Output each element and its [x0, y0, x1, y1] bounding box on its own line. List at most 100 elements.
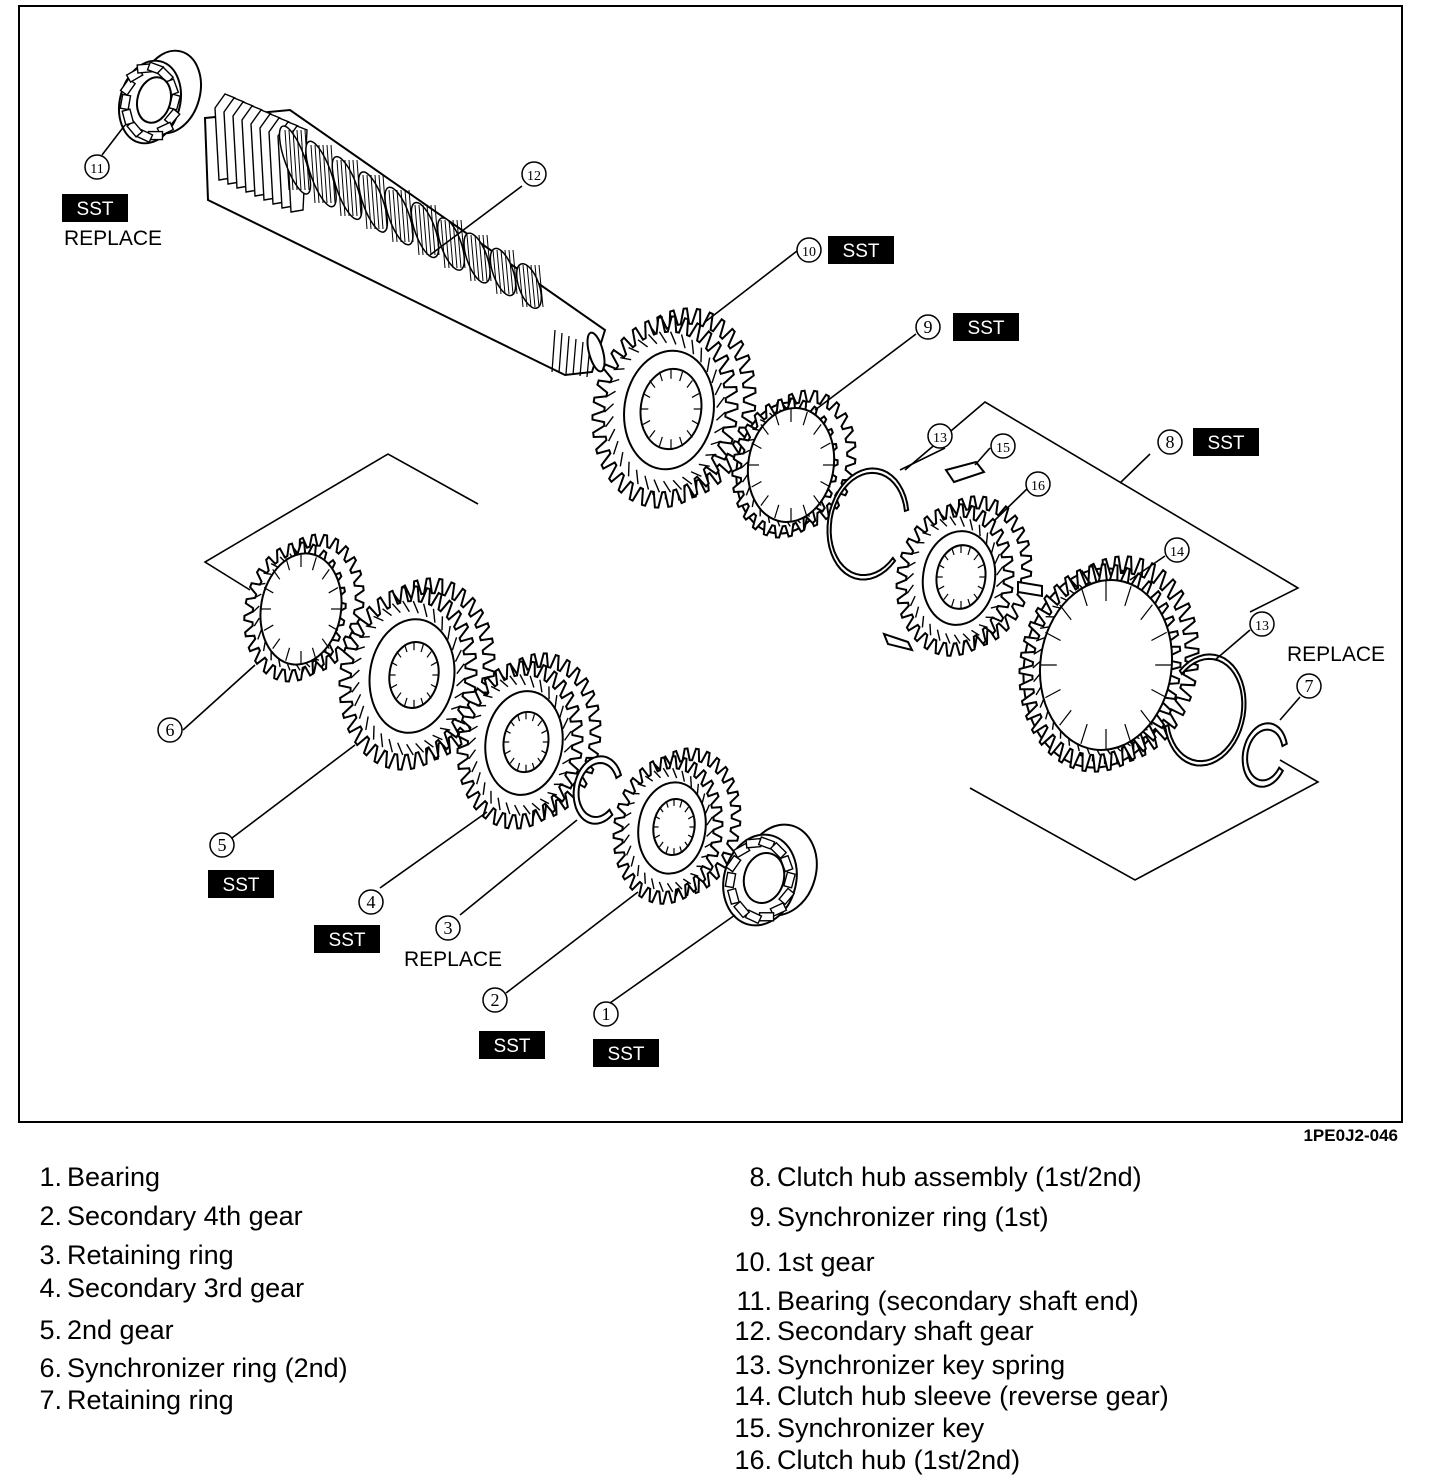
secondary-shaft-gear	[203, 93, 607, 378]
legend-item: 16.Clutch hub (1st/2nd)	[700, 1445, 1020, 1476]
callout-number: 1	[602, 1004, 611, 1024]
callout-number: 14	[1170, 545, 1184, 560]
clutch-hub-sleeve-teeth	[1018, 555, 1200, 773]
sst-label: SST	[223, 875, 260, 896]
sst-tag: SST	[479, 1031, 545, 1059]
callout-14: 14	[1164, 537, 1190, 563]
legend-label: Retaining ring	[67, 1385, 234, 1415]
leader-line	[231, 744, 356, 839]
legend-label: Clutch hub (1st/2nd)	[777, 1445, 1021, 1475]
legend-label: 1st gear	[777, 1247, 875, 1277]
legend-item: 12.Secondary shaft gear	[700, 1316, 1034, 1347]
callout-6: 6	[157, 717, 183, 743]
legend-label: Secondary 4th gear	[67, 1201, 303, 1231]
legend-label: 2nd gear	[67, 1315, 174, 1345]
sst-label: SST	[968, 318, 1005, 339]
leader-line	[1214, 629, 1251, 661]
leader-line	[1279, 696, 1301, 721]
secondary-4th-gear	[612, 747, 742, 905]
legend-number: 2.	[39, 1201, 62, 1231]
callout-1: 1	[593, 1001, 619, 1027]
legend-item: 5.2nd gear	[4, 1315, 174, 1346]
sst-label: SST	[77, 199, 114, 220]
legend-label: Synchronizer key	[777, 1413, 985, 1443]
bearing-secondary-shaft-end	[118, 49, 202, 145]
legend-item: 3.Retaining ring	[4, 1240, 234, 1271]
leader-line	[609, 914, 736, 1004]
leader-line	[974, 447, 991, 466]
legend-label: Retaining ring	[67, 1240, 234, 1270]
sst-tag: SST	[208, 870, 274, 898]
leader-line	[459, 819, 578, 916]
callout-number: 6	[166, 720, 175, 740]
legend-item: 14.Clutch hub sleeve (reverse gear)	[700, 1381, 1169, 1412]
callout-number: 13	[1255, 619, 1269, 634]
callout-3: 3	[435, 915, 461, 941]
legend-label: Bearing	[67, 1162, 161, 1192]
synchronizer-key	[882, 460, 1043, 652]
legend-label: Clutch hub assembly (1st/2nd)	[777, 1162, 1142, 1192]
retaining-ring-7	[1241, 722, 1288, 788]
legend-number: 1.	[39, 1162, 62, 1192]
callout-number: 7	[1305, 676, 1314, 696]
legend-label: Synchronizer ring (1st)	[777, 1202, 1049, 1232]
sst-label: SST	[843, 241, 880, 262]
legend-label: Secondary shaft gear	[777, 1316, 1034, 1346]
callout-number: 10	[802, 245, 816, 260]
leader-line	[704, 250, 798, 323]
callout-number: 2	[491, 990, 500, 1010]
synchronizer-key-spring-lower	[1164, 653, 1247, 767]
replace-label: REPLACE	[64, 227, 162, 250]
callout-number: 5	[218, 835, 227, 855]
legend-number: 11.	[736, 1286, 772, 1316]
callout-12: 12	[521, 161, 547, 187]
legend-label: Synchronizer ring (2nd)	[67, 1353, 348, 1383]
exploded-view-diagram	[18, 5, 1403, 1123]
callout-8: 8	[1157, 429, 1183, 455]
callout-7: 7	[1296, 673, 1322, 699]
callout-9: 9	[915, 314, 941, 340]
legend-number: 9.	[749, 1202, 772, 1232]
legend-item: 7.Retaining ring	[4, 1385, 234, 1416]
replace-label: REPLACE	[1287, 643, 1385, 666]
sst-tag: SST	[828, 236, 894, 264]
legend-label: Bearing (secondary shaft end)	[777, 1286, 1139, 1316]
synchronizer-ring-1st-teeth	[731, 389, 857, 539]
legend-number: 15.	[734, 1413, 772, 1443]
sst-label: SST	[1208, 433, 1245, 454]
sst-label: SST	[494, 1036, 531, 1057]
legend-label: Secondary 3rd gear	[67, 1273, 305, 1303]
callout-13: 13	[1249, 611, 1275, 637]
callout-number: 4	[367, 892, 376, 912]
legend-item: 11.Bearing (secondary shaft end)	[700, 1286, 1139, 1317]
leader-line	[814, 333, 917, 411]
leader-line	[379, 811, 488, 889]
callout-number: 3	[444, 918, 453, 938]
legend-label: Synchronizer key spring	[777, 1350, 1066, 1380]
replace-label: REPLACE	[404, 948, 502, 971]
legend-item: 10.1st gear	[700, 1247, 875, 1278]
legend-number: 10.	[734, 1247, 772, 1277]
leader-line	[429, 185, 523, 256]
sst-label: SST	[329, 930, 366, 951]
bearing-1	[722, 823, 818, 927]
legend-number: 3.	[39, 1240, 62, 1270]
legend-item: 13.Synchronizer key spring	[700, 1350, 1065, 1381]
legend-number: 14.	[734, 1381, 772, 1411]
callout-2: 2	[482, 987, 508, 1013]
callout-11: 11	[84, 154, 110, 180]
legend-label: Clutch hub sleeve (reverse gear)	[777, 1381, 1169, 1411]
callout-15: 15	[990, 433, 1016, 459]
sst-tag: SST	[314, 925, 380, 953]
leader-line	[1119, 453, 1151, 484]
legend-number: 4.	[39, 1273, 62, 1303]
callout-number: 12	[527, 169, 541, 184]
synchronizer-key-spring-upper	[826, 467, 910, 581]
sst-tag: SST	[593, 1039, 659, 1067]
legend-number: 12.	[734, 1316, 772, 1346]
clutch-hub-1st-2nd	[895, 495, 1033, 657]
assembly-bracket-lower	[969, 759, 1320, 881]
callout-number: 15	[996, 441, 1010, 456]
legend-number: 6.	[39, 1353, 62, 1383]
